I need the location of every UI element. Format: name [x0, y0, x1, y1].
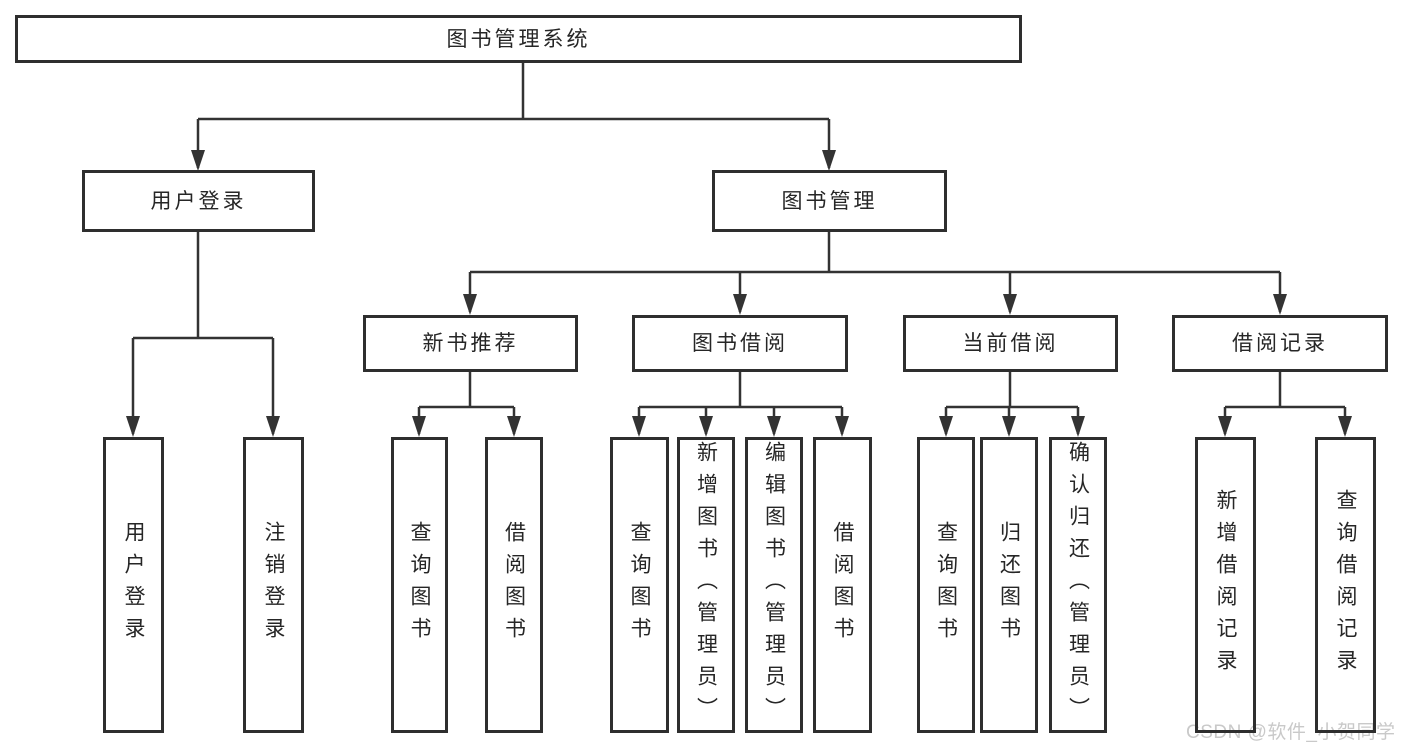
arrowhead-icon	[767, 416, 781, 437]
arrowhead-icon	[1273, 294, 1287, 315]
leaf-edit-book-admin: 编辑图书（管理员）	[745, 437, 803, 733]
node-current-borrow: 当前借阅	[903, 315, 1118, 372]
node-book-borrow: 图书借阅	[632, 315, 848, 372]
leaf-borrow-books-recommend: 借阅图书	[485, 437, 543, 733]
node-current-borrow-label: 当前借阅	[962, 332, 1059, 355]
leaf-return-book: 归还图书	[980, 437, 1038, 733]
leaf-add-borrow-record: 新增借阅记录	[1195, 437, 1256, 733]
arrowhead-icon	[1218, 416, 1232, 437]
leaf-add-borrow-record-label: 新增借阅记录	[1214, 489, 1237, 681]
arrowhead-icon	[507, 416, 521, 437]
connector-book-management-children	[463, 232, 1287, 315]
node-book-management-label: 图书管理	[781, 189, 878, 213]
arrowhead-icon	[1338, 416, 1352, 437]
leaf-query-books-borrow-label: 查询图书	[628, 521, 651, 649]
arrowhead-icon	[266, 416, 280, 437]
leaf-query-books-recommend-label: 查询图书	[408, 521, 431, 649]
connector-root-to-level1	[191, 63, 836, 171]
connector-current-borrow-children	[939, 372, 1085, 437]
arrowhead-icon	[1003, 294, 1017, 315]
node-borrow-records-label: 借阅记录	[1232, 332, 1328, 355]
arrowhead-icon	[126, 416, 140, 437]
node-new-book-recommend-label: 新书推荐	[422, 332, 519, 355]
leaf-add-book-admin: 新增图书（管理员）	[677, 437, 735, 733]
arrowhead-icon	[412, 416, 426, 437]
node-user-login: 用户登录	[82, 170, 315, 232]
leaf-add-book-admin-label: 新增图书（管理员）	[694, 441, 718, 729]
arrowhead-icon	[822, 150, 836, 171]
connector-user-login-children	[126, 232, 280, 437]
node-root-label: 图书管理系统	[446, 27, 591, 51]
node-new-book-recommend: 新书推荐	[363, 315, 578, 372]
leaf-user-login-label: 用户登录	[122, 521, 145, 649]
leaf-borrow-books: 借阅图书	[813, 437, 872, 733]
node-borrow-records: 借阅记录	[1172, 315, 1388, 372]
leaf-borrow-books-label: 借阅图书	[831, 521, 854, 649]
arrowhead-icon	[191, 150, 205, 171]
leaf-confirm-return-admin: 确认归还（管理员）	[1049, 437, 1107, 733]
arrowhead-icon	[699, 416, 713, 437]
leaf-query-borrow-record-label: 查询借阅记录	[1334, 489, 1357, 681]
arrowhead-icon	[1002, 416, 1016, 437]
leaf-logout: 注销登录	[243, 437, 304, 733]
leaf-query-books-current-label: 查询图书	[934, 521, 958, 649]
leaf-borrow-books-recommend-label: 借阅图书	[502, 521, 526, 649]
leaf-edit-book-admin-label: 编辑图书（管理员）	[762, 441, 786, 729]
leaf-query-borrow-record: 查询借阅记录	[1315, 437, 1376, 733]
arrowhead-icon	[632, 416, 646, 437]
arrowhead-icon	[463, 294, 477, 315]
node-user-login-label: 用户登录	[150, 189, 247, 213]
leaf-query-books-current: 查询图书	[917, 437, 975, 733]
connector-new-book-recommend-children	[412, 372, 521, 437]
node-book-management: 图书管理	[712, 170, 947, 232]
leaf-query-books-recommend: 查询图书	[391, 437, 448, 733]
connector-book-borrow-children	[632, 372, 849, 437]
node-book-borrow-label: 图书借阅	[692, 332, 788, 355]
leaf-confirm-return-admin-label: 确认归还（管理员）	[1066, 441, 1090, 729]
arrowhead-icon	[835, 416, 849, 437]
arrowhead-icon	[1071, 416, 1085, 437]
arrowhead-icon	[939, 416, 953, 437]
leaf-user-login: 用户登录	[103, 437, 164, 733]
watermark: CSDN @软件_小贺同学	[1186, 722, 1396, 743]
connector-borrow-records-children	[1218, 372, 1352, 437]
node-root: 图书管理系统	[15, 15, 1022, 63]
leaf-return-book-label: 归还图书	[997, 521, 1021, 649]
leaf-logout-label: 注销登录	[262, 521, 285, 649]
arrowhead-icon	[733, 294, 747, 315]
leaf-query-books-borrow: 查询图书	[610, 437, 669, 733]
